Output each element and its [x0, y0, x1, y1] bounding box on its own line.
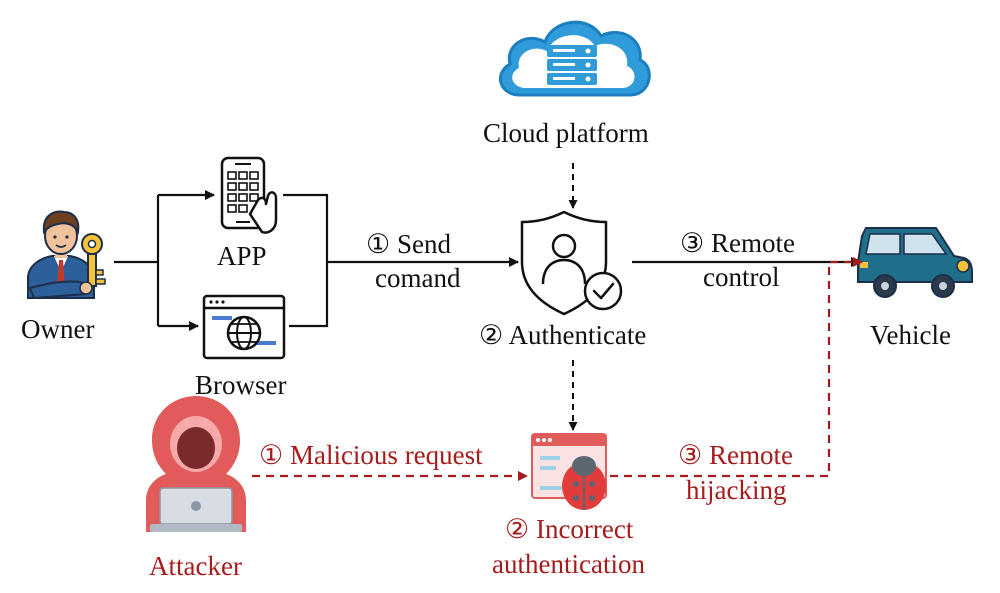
browser-globe-icon [202, 294, 286, 360]
cloud-server-icon [498, 20, 651, 97]
authenticate-label: ② Authenticate [479, 320, 647, 350]
send-command-label-line1: ① Send [366, 229, 451, 259]
normal-flow-connectors [114, 190, 861, 331]
vehicle-label: Vehicle [870, 320, 951, 350]
attack-flow-connectors [252, 257, 863, 481]
attacker-label: Attacker [149, 551, 242, 581]
businessman-key-icon [27, 210, 106, 300]
remote-control-label-line2: control [703, 262, 780, 292]
remote-hijacking-label-line2: hijacking [686, 475, 787, 505]
shield-user-check-icon [520, 210, 623, 316]
send-command-label-line2: comand [375, 263, 461, 293]
app-label: APP [217, 241, 267, 271]
car-icon [857, 227, 973, 298]
incorrect-auth-label-line2: authentication [492, 549, 645, 579]
cloud-platform-label: Cloud platform [483, 118, 649, 148]
hooded-hacker-icon [146, 396, 246, 532]
remote-hijacking-label-line1: ③ Remote [678, 440, 793, 470]
remote-control-label-line1: ③ Remote [680, 228, 795, 258]
browser-label: Browser [195, 370, 287, 400]
owner-label: Owner [21, 314, 95, 344]
malicious-request-label: ① Malicious request [259, 440, 483, 470]
smartphone-app-icon [220, 156, 278, 234]
incorrect-auth-label-line1: ② Incorrect [505, 514, 634, 544]
browser-bug-icon [531, 433, 607, 510]
